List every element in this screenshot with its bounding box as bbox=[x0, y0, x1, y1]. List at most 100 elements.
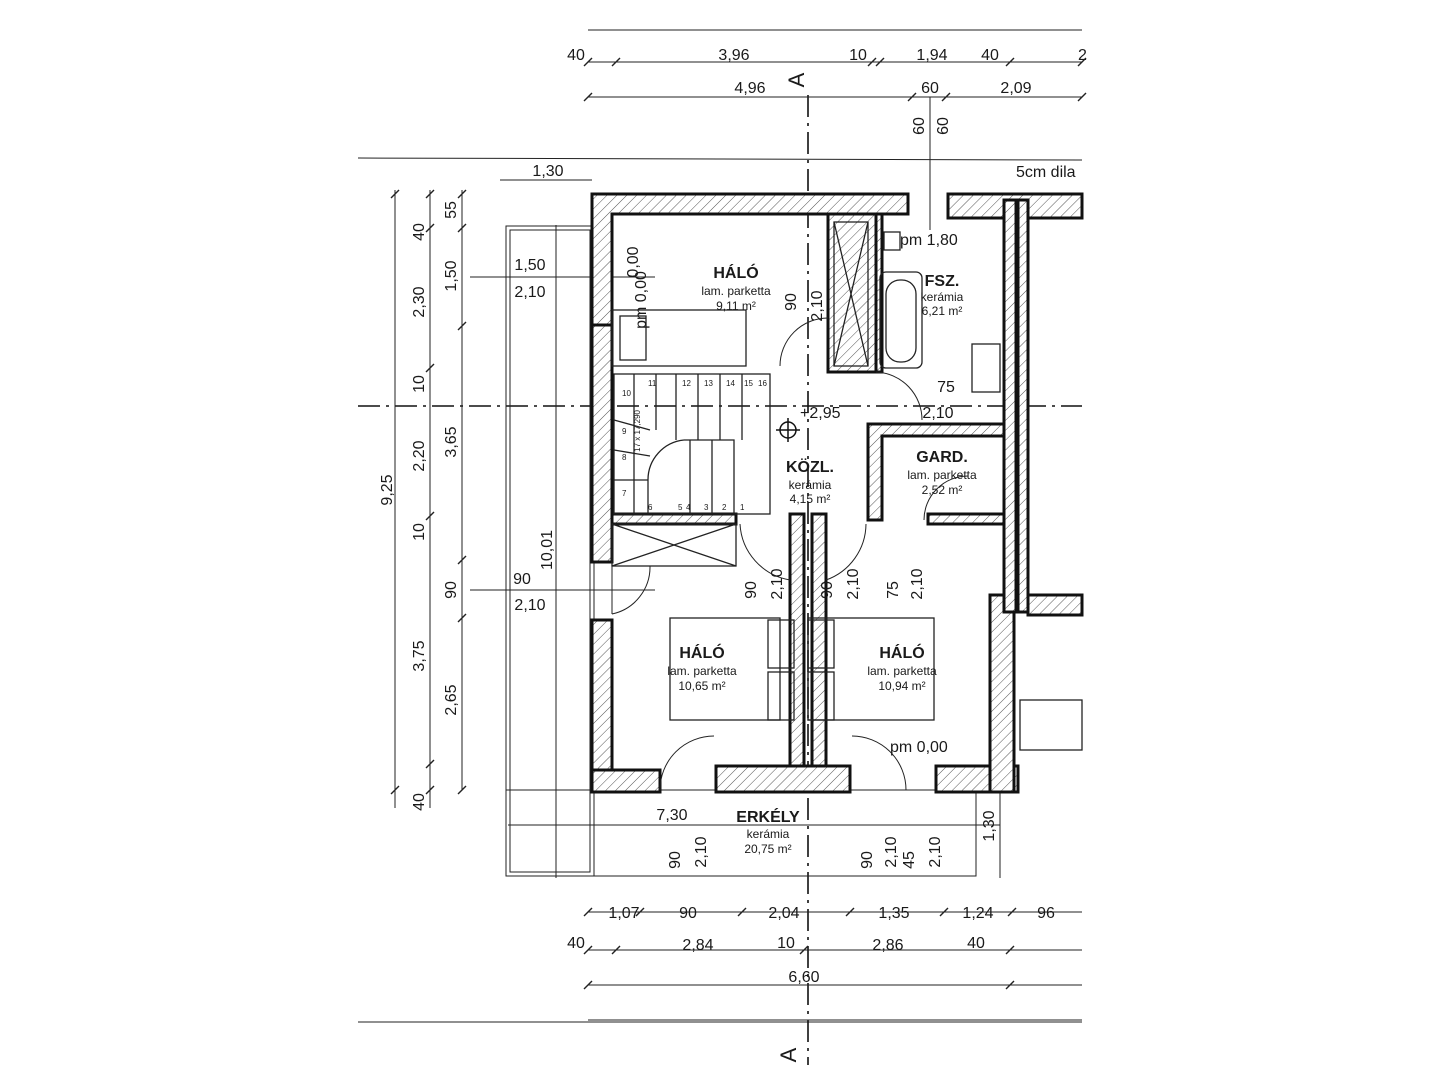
dimension-label: 60 bbox=[911, 117, 928, 135]
room-floor: lam. parketta bbox=[667, 664, 737, 678]
dimension-label: 40 bbox=[967, 935, 985, 952]
dimension-label: 10 bbox=[777, 935, 795, 952]
stair-step-number: 12 bbox=[682, 379, 691, 388]
room-name: HÁLÓ bbox=[713, 263, 758, 282]
dimension-label: 2,10 bbox=[514, 284, 545, 301]
bed-icon bbox=[807, 617, 935, 721]
room-name: ERKÉLY bbox=[736, 807, 800, 826]
dimension-label: 1,07 bbox=[608, 905, 639, 922]
room-name: HÁLÓ bbox=[679, 643, 724, 662]
dimension-label: 40 bbox=[981, 47, 999, 64]
room-name: FSZ. bbox=[925, 273, 960, 290]
room-area: 4,15 m² bbox=[790, 492, 831, 506]
stair-step-number: 14 bbox=[726, 379, 735, 388]
dimension-label: 1,30 bbox=[981, 810, 998, 841]
dimension-label: 1,30 bbox=[532, 163, 563, 180]
stair-step-number: 11 bbox=[648, 379, 657, 388]
dimension-label: 1,50 bbox=[514, 257, 545, 274]
dimension-label: 90 bbox=[513, 571, 531, 588]
dimension-label: 10 bbox=[411, 523, 428, 541]
furniture bbox=[611, 221, 1083, 751]
dimension-label: 2,10 bbox=[909, 568, 926, 599]
stair-step-number: 13 bbox=[704, 379, 713, 388]
dimension-label: 1,24 bbox=[962, 905, 993, 922]
dimension-label: 90 bbox=[443, 581, 460, 599]
dimension-label: 40 bbox=[567, 935, 585, 952]
room-floor: kerámia bbox=[921, 290, 964, 304]
storage-icon bbox=[611, 523, 737, 567]
dimension-label: 2,04 bbox=[768, 905, 799, 922]
dimension-label: 2,10 bbox=[922, 405, 953, 422]
dimension-lines bbox=[390, 29, 1087, 1021]
dimension-label: 2,30 bbox=[411, 286, 428, 317]
stair-step-number: 3 bbox=[704, 503, 709, 512]
section-mark-bottom: A bbox=[776, 1047, 801, 1062]
room-area: 6,21 m² bbox=[922, 304, 963, 318]
level-note: pm 1,80 bbox=[900, 232, 958, 249]
stair-step-number: 16 bbox=[758, 379, 767, 388]
dimension-label: 3,96 bbox=[718, 47, 749, 64]
stair-step-number: 6 bbox=[648, 503, 653, 512]
dimension-label: 55 bbox=[443, 201, 460, 219]
dimension-label: 1,35 bbox=[878, 905, 909, 922]
section-mark-top: A bbox=[784, 72, 809, 87]
dims-top-row2: 4,96 60 2,09 60 60 bbox=[734, 80, 1031, 135]
dimension-label: 9,25 bbox=[379, 474, 396, 505]
door-swings bbox=[611, 317, 969, 791]
dimension-label: 2 bbox=[1078, 47, 1087, 64]
dimension-label: 2,10 bbox=[883, 836, 900, 867]
stair-numbers: 1 2 3 4 5 6 7 8 9 10 11 12 13 14 15 16 bbox=[622, 379, 767, 512]
dimension-label: 0,00 bbox=[625, 246, 642, 277]
dimension-label: 75 bbox=[885, 581, 902, 599]
dimension-label: 10 bbox=[849, 47, 867, 64]
shower-icon bbox=[833, 221, 869, 367]
dimension-label: 2,65 bbox=[443, 684, 460, 715]
stair-step-number: 2 bbox=[722, 503, 727, 512]
walls bbox=[590, 192, 1084, 794]
dimension-label: 90 bbox=[819, 581, 836, 599]
dimension-label: 75 bbox=[937, 379, 955, 396]
room-area: 10,94 m² bbox=[878, 679, 925, 693]
stair-step-number: 15 bbox=[744, 379, 753, 388]
dimension-label: 90 bbox=[783, 293, 800, 311]
dimension-label: 96 bbox=[1037, 905, 1055, 922]
dimension-label: 2,10 bbox=[693, 836, 710, 867]
dims-left: 9,25 40 2,30 10 2,20 10 3,75 40 55 1,50 … bbox=[379, 201, 460, 811]
dimension-label: 2,86 bbox=[872, 937, 903, 954]
dimension-label: 40 bbox=[567, 47, 585, 64]
level-note: pm 0,00 bbox=[633, 271, 650, 329]
dimension-label: 90 bbox=[859, 851, 876, 869]
room-floor: kerámia bbox=[789, 478, 832, 492]
stair-step-number: 10 bbox=[622, 389, 631, 398]
dimension-label: 40 bbox=[411, 223, 428, 241]
dimension-label: 2,10 bbox=[514, 597, 545, 614]
stair-step-number: 5 bbox=[678, 503, 683, 512]
dims-misc: 1,30 1,50 2,10 90 2,10 10,01 0,00 90 2,1… bbox=[513, 163, 998, 869]
dimension-label: 3,75 bbox=[411, 640, 428, 671]
room-name: KÖZL. bbox=[786, 457, 834, 476]
dimension-label: 1,50 bbox=[443, 260, 460, 291]
room-floor: lam. parketta bbox=[867, 664, 937, 678]
dimension-label: 4,96 bbox=[734, 80, 765, 97]
dims-top-row1: 40 3,96 10 1,94 40 2 bbox=[567, 47, 1087, 64]
dimension-label: 60 bbox=[921, 80, 939, 97]
dimension-label: 3,65 bbox=[443, 426, 460, 457]
dims-bottom-row1: 1,07 90 2,04 1,35 1,24 96 bbox=[608, 905, 1055, 922]
dimension-label: 1,94 bbox=[916, 47, 947, 64]
dimension-label: 2,10 bbox=[809, 290, 826, 321]
dims-bottom-row3: 6,60 bbox=[788, 969, 819, 986]
room-floor: kerámia bbox=[747, 827, 790, 841]
room-name: GARD. bbox=[916, 449, 968, 466]
room-area: 9,11 m² bbox=[716, 299, 756, 313]
dimension-label: 90 bbox=[667, 851, 684, 869]
room-area: 10,65 m² bbox=[678, 679, 725, 693]
stair-step-number: 9 bbox=[622, 427, 627, 436]
room-floor: lam. parketta bbox=[701, 284, 771, 298]
dimension-label: 2,84 bbox=[682, 937, 713, 954]
dimension-label: 90 bbox=[743, 581, 760, 599]
toilet-icon bbox=[883, 231, 901, 251]
stair-step-number: 4 bbox=[686, 503, 691, 512]
dimension-label: 90 bbox=[679, 905, 697, 922]
room-floor: lam. parketta bbox=[907, 468, 977, 482]
